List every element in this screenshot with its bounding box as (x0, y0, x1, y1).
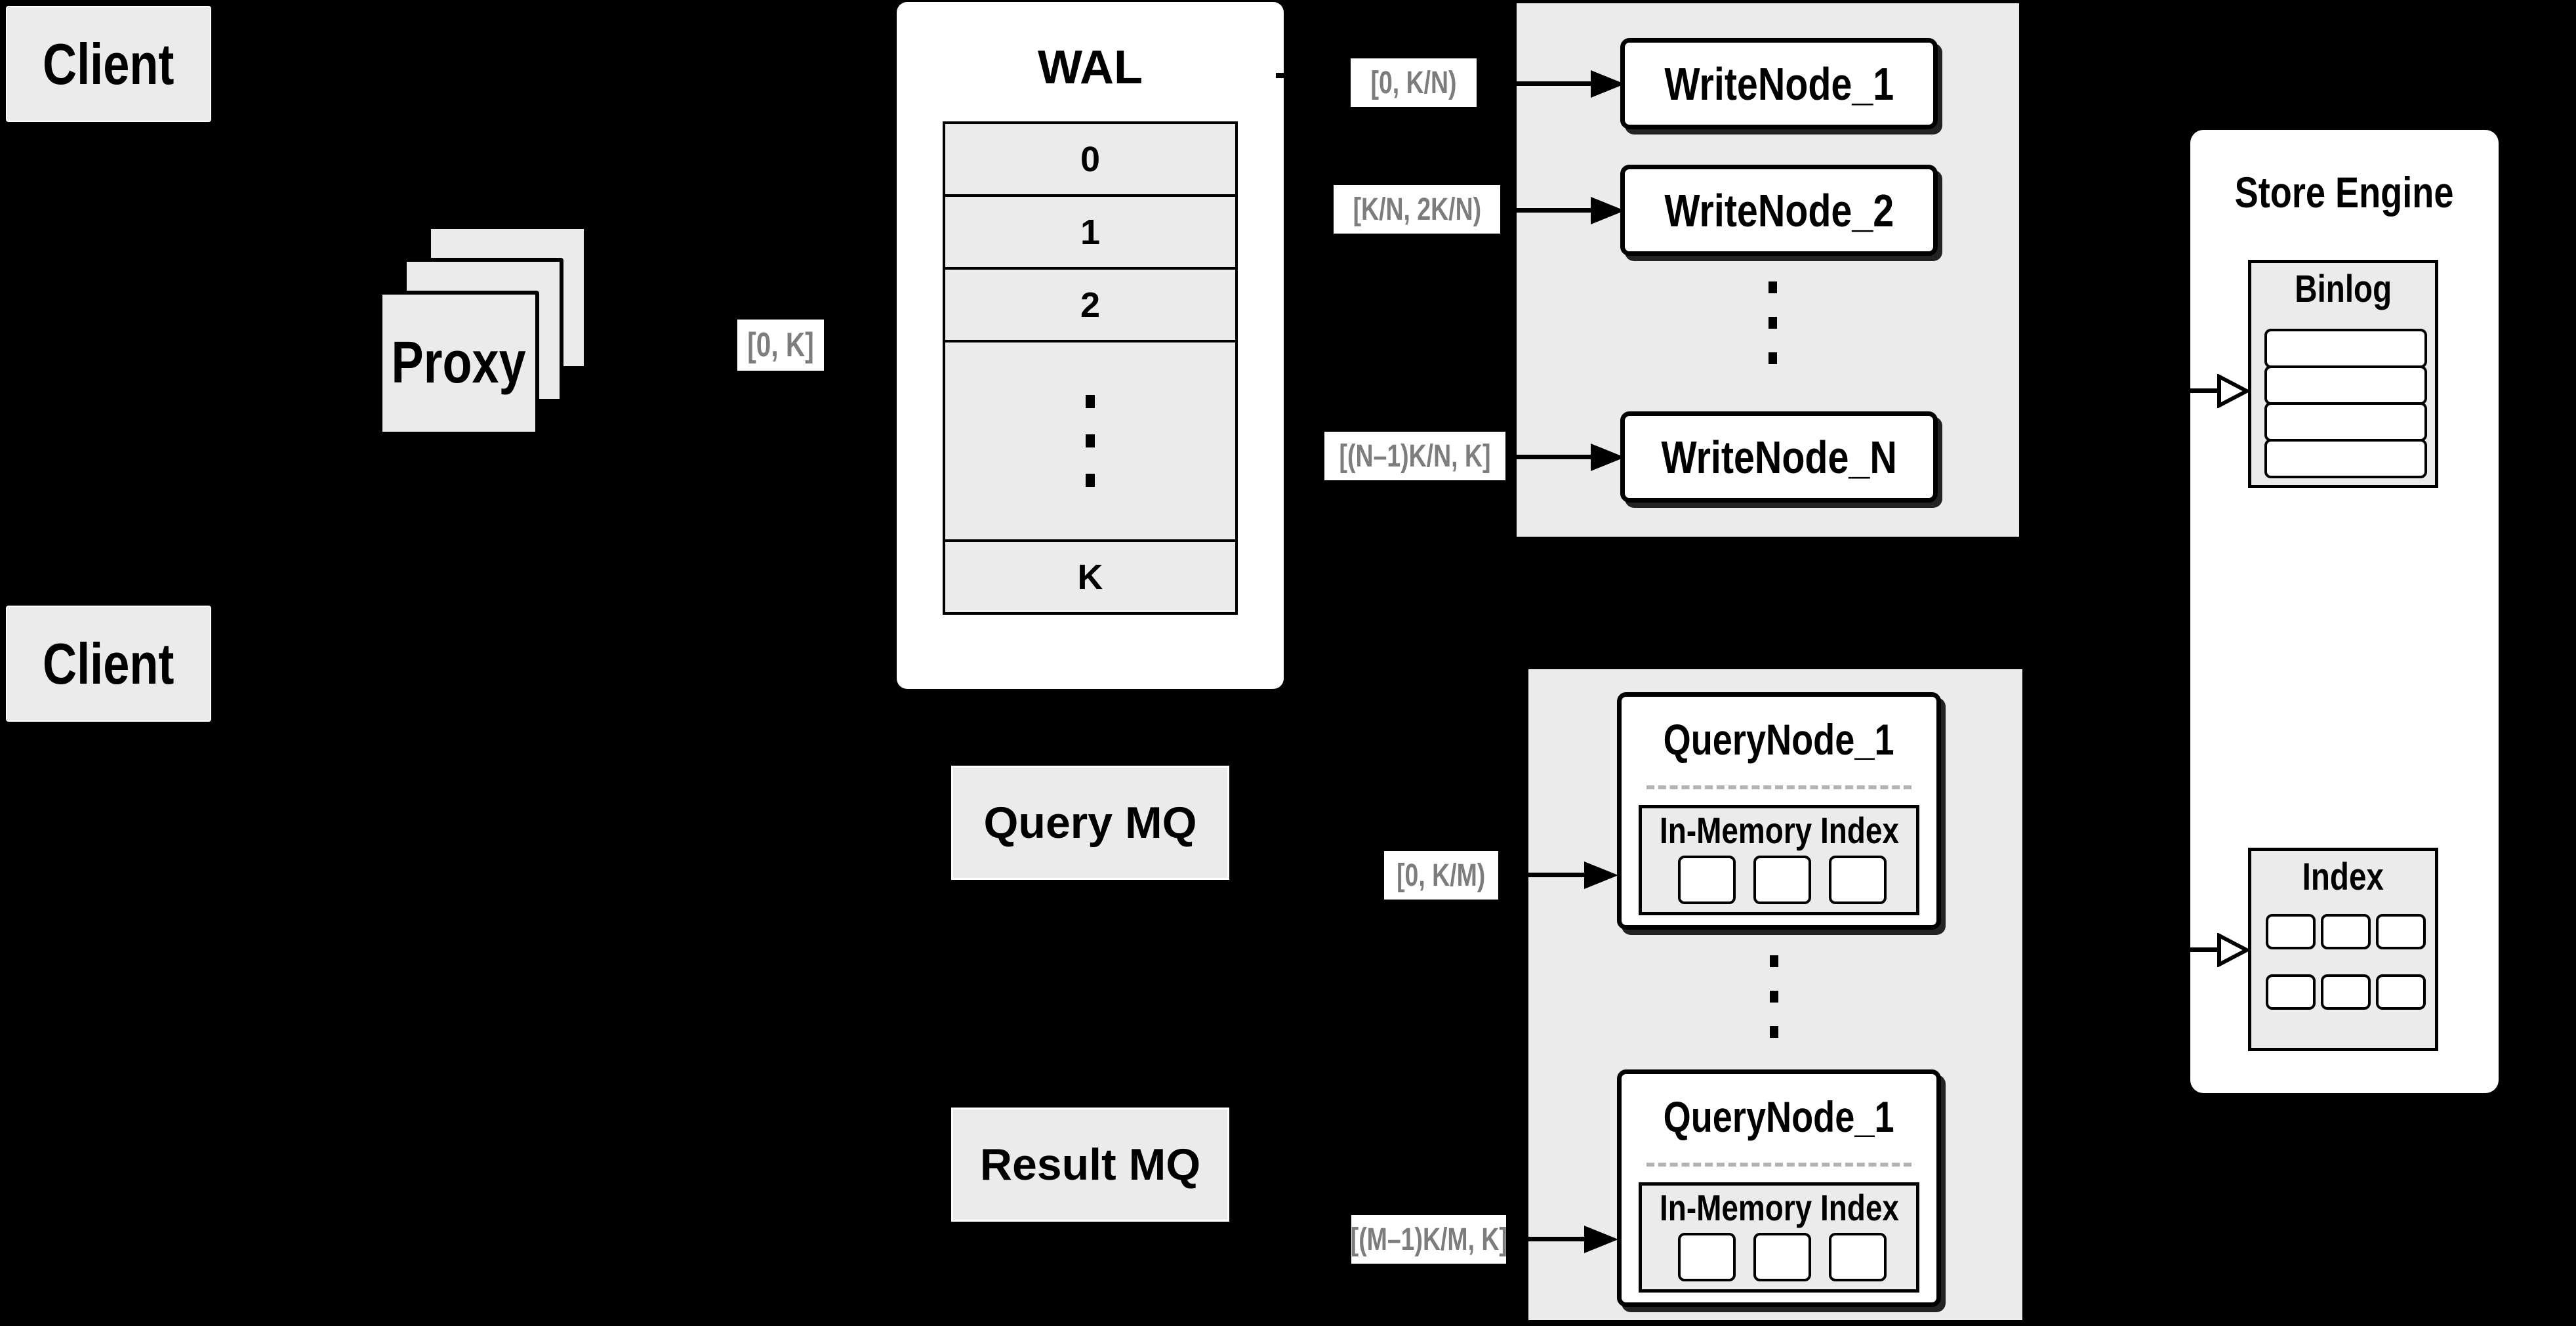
binlog-row (2264, 402, 2427, 442)
query-mq-label: Query MQ (983, 798, 1197, 848)
arrow-to-querynode1 (1528, 873, 1587, 877)
vertical-ellipsis-icon (1086, 395, 1095, 487)
write-nodes-ellipsis-icon (1768, 281, 1777, 364)
query-mq-box: Query MQ (951, 766, 1229, 880)
query-node-panel: QueryNode_1 In-Memory Index QueryNode_1 (1528, 669, 2022, 1320)
index-cell (2376, 974, 2426, 1010)
binlog-row (2264, 365, 2427, 405)
result-mq-label: Result MQ (979, 1140, 1201, 1190)
query-node-1: QueryNode_1 In-Memory Index (1617, 692, 1941, 930)
wal-row-1: 1 (943, 197, 1238, 270)
arrowhead-querynode2 (1584, 1226, 1618, 1253)
proxy-box: Proxy (378, 291, 539, 436)
range-label-0-k: [0, K] (737, 320, 824, 371)
write-node-n: WriteNode_N (1620, 411, 1938, 503)
index-title: Index (2302, 855, 2384, 898)
index-cell (2321, 914, 2371, 949)
index-cell (2321, 974, 2371, 1010)
index-cell (2376, 914, 2426, 949)
client-top-label: Client (43, 31, 174, 96)
arrow-to-index (2190, 947, 2220, 952)
wal-table: 0 1 2 K (943, 121, 1238, 615)
segment-slot (1678, 1233, 1736, 1281)
segment-slot (1753, 1233, 1811, 1281)
client-bottom-label: Client (43, 631, 174, 696)
arrow-to-querynode2 (1528, 1237, 1587, 1241)
wal-title: WAL (1038, 41, 1143, 94)
segment-slot (1678, 856, 1736, 904)
arrowhead-writenode2 (1591, 197, 1625, 224)
segment-slot (1829, 1233, 1887, 1281)
index-box: Index (2248, 848, 2438, 1051)
segment-slot (1829, 856, 1887, 904)
wal-row-k: K (943, 542, 1238, 615)
segment-slot (1753, 856, 1811, 904)
hollow-arrowhead-binlog (2217, 374, 2249, 408)
arrowhead-writenode1 (1591, 70, 1625, 98)
connector-nub (1276, 73, 1285, 78)
wal-row-ellipsis (943, 342, 1238, 542)
write-node-1: WriteNode_1 (1620, 38, 1938, 129)
range-label-writenoden: [(N–1)K/N, K] (1324, 432, 1505, 480)
arrowhead-querynode1 (1584, 861, 1618, 889)
arrow-to-binlog (2190, 388, 2220, 393)
proxy-label: Proxy (391, 330, 527, 396)
query-node-2: QueryNode_1 In-Memory Index (1617, 1069, 1941, 1307)
in-memory-index-1: In-Memory Index (1639, 805, 1919, 915)
write-node-panel: WriteNode_1 WriteNode_2 WriteNode_N (1517, 3, 2019, 537)
arrow-to-writenode1 (1517, 81, 1594, 86)
binlog-title: Binlog (2295, 267, 2392, 310)
range-label-querynode2: [(M–1)K/M, K] (1350, 1215, 1507, 1264)
range-label-writenode1: [0, K/N) (1351, 58, 1477, 107)
index-cell (2266, 914, 2316, 949)
binlog-row (2264, 329, 2427, 368)
arrowhead-writenoden (1591, 444, 1625, 471)
dashed-divider (1646, 785, 1912, 789)
result-mq-box: Result MQ (951, 1108, 1229, 1222)
write-node-2: WriteNode_2 (1620, 165, 1938, 256)
store-engine-title: Store Engine (2235, 168, 2454, 217)
wal-panel: WAL 0 1 2 K (897, 2, 1285, 689)
index-cell (2266, 974, 2316, 1010)
range-label-querynode1: [0, K/M) (1384, 851, 1498, 900)
range-label-writenode2: [K/N, 2K/N) (1334, 185, 1500, 234)
query-nodes-ellipsis-icon (1770, 955, 1778, 1038)
binlog-row (2264, 439, 2427, 478)
in-memory-index-2: In-Memory Index (1639, 1182, 1919, 1293)
wal-row-0: 0 (943, 121, 1238, 197)
client-box-bottom: Client (6, 606, 211, 722)
arrow-to-writenode2 (1517, 208, 1594, 213)
store-engine-panel: Store Engine Binlog Index (2190, 130, 2499, 1093)
binlog-box: Binlog (2248, 260, 2438, 488)
wal-row-2: 2 (943, 270, 1238, 342)
dashed-divider (1646, 1163, 1912, 1167)
arrow-to-writenoden (1517, 455, 1594, 459)
hollow-arrowhead-index (2217, 933, 2249, 967)
client-box-top: Client (6, 6, 211, 122)
